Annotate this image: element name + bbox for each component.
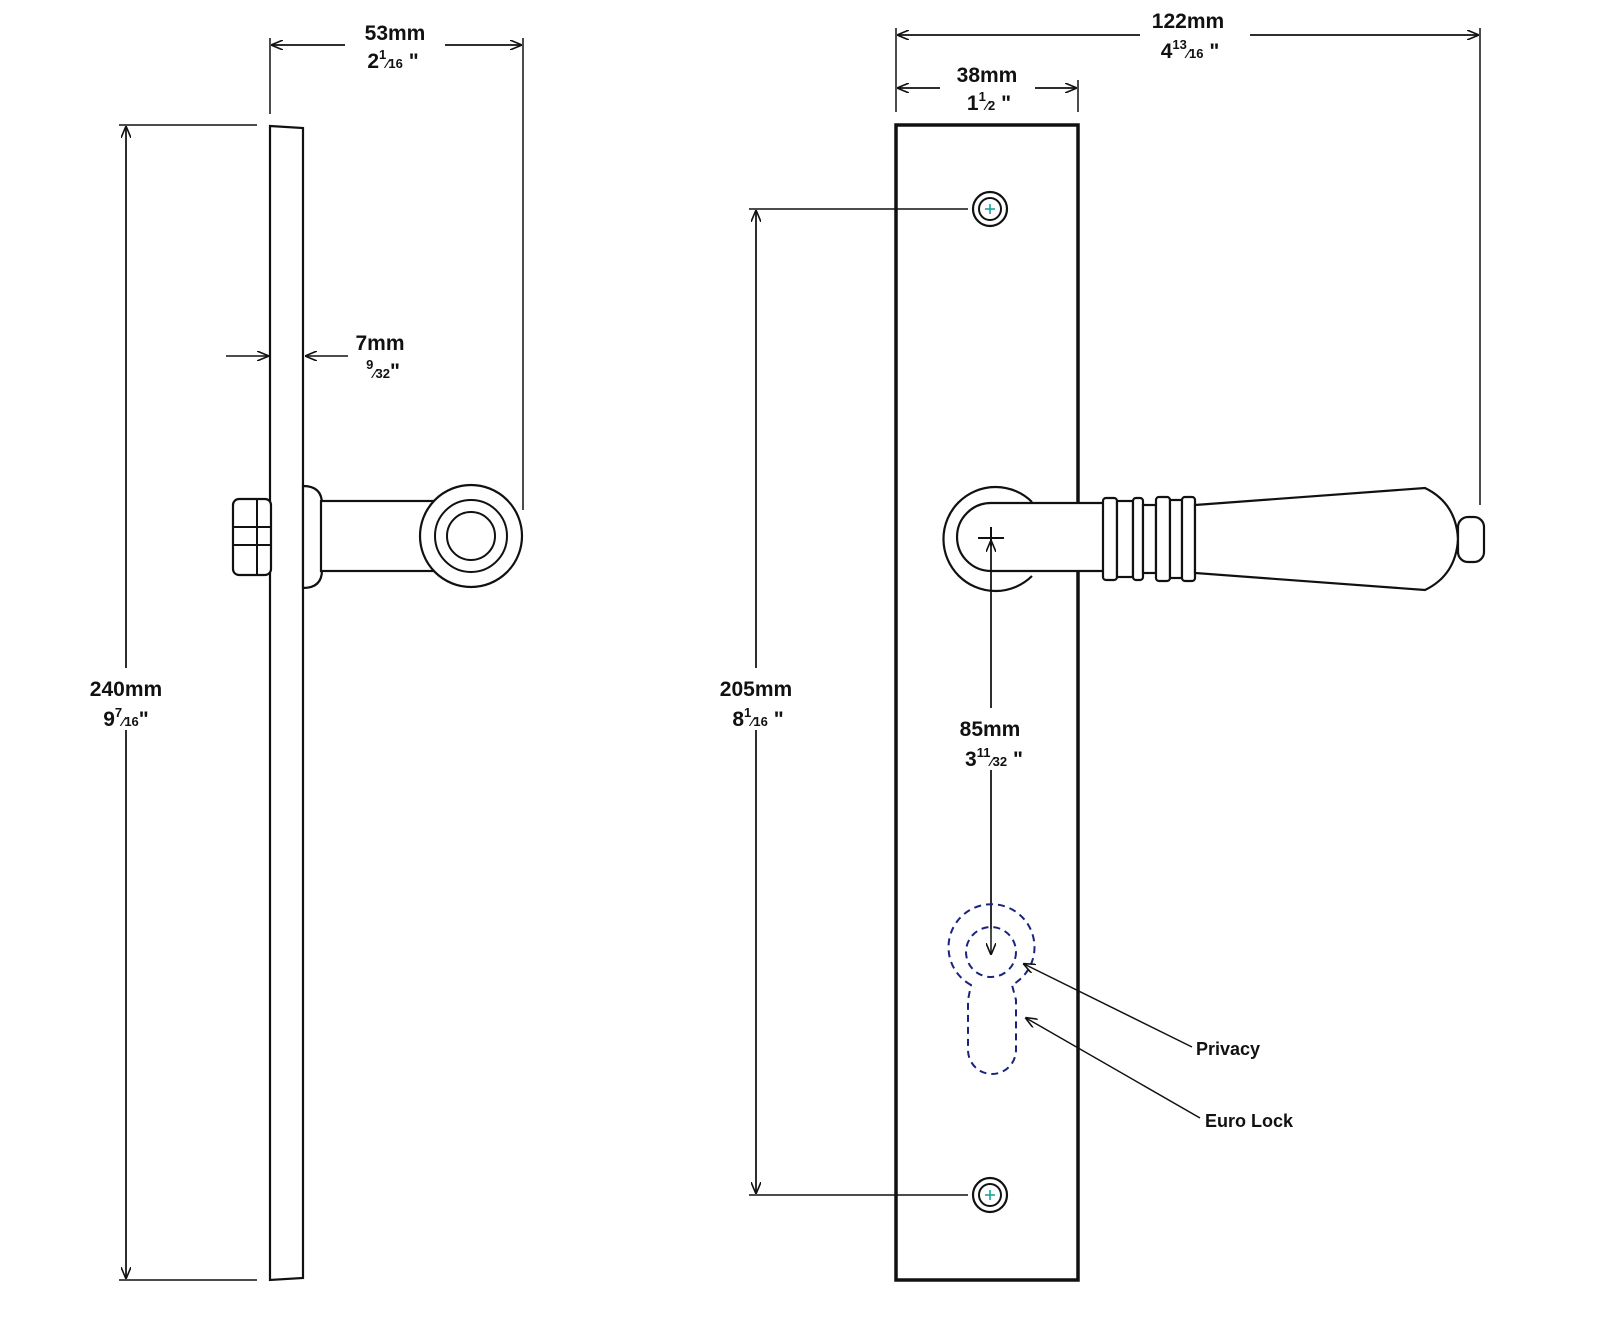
overall-width-mm: 122mm bbox=[1152, 10, 1224, 33]
thickness-dimension: 7mm 9⁄32" bbox=[226, 332, 405, 383]
plate-width-inch: 11⁄2 " bbox=[967, 89, 1011, 115]
overall-width-inch: 413⁄16 " bbox=[1161, 37, 1220, 63]
privacy-label: Privacy bbox=[1196, 1039, 1260, 1059]
bottom-screw-icon bbox=[971, 1176, 1009, 1214]
screw-centres-mm: 205mm bbox=[720, 678, 792, 701]
euro-lock-label: Euro Lock bbox=[1205, 1111, 1294, 1131]
front-lever bbox=[942, 485, 1486, 593]
euro-lock-outline bbox=[947, 903, 1036, 1075]
height-inch: 97⁄16" bbox=[103, 705, 149, 731]
backset-dimension: 85mm 311⁄32 " bbox=[945, 541, 1045, 954]
overall-width-dimension: 122mm 413⁄16 " bbox=[895, 8, 1481, 505]
depth-mm: 53mm bbox=[365, 22, 426, 45]
height-dimension: 240mm 97⁄16" bbox=[70, 124, 257, 1281]
plate-width-dimension: 38mm 11⁄2 " bbox=[898, 62, 1079, 118]
side-lever bbox=[301, 483, 524, 590]
privacy-outline bbox=[965, 926, 1017, 978]
top-screw-icon bbox=[971, 190, 1009, 228]
front-view: 122mm 413⁄16 " 38mm 11⁄2 " 205mm 81⁄16 " bbox=[700, 8, 1486, 1282]
side-plate bbox=[268, 124, 305, 1282]
thickness-inch: 9⁄32" bbox=[366, 357, 400, 383]
screw-centres-dimension: 205mm 81⁄16 " bbox=[700, 208, 968, 1196]
height-mm: 240mm bbox=[90, 678, 162, 701]
privacy-callout: Privacy bbox=[1024, 964, 1260, 1059]
side-view: 240mm 97⁄16" 53mm 21⁄16 " 7mm 9⁄32" bbox=[70, 18, 524, 1282]
depth-dimension: 53mm 21⁄16 " bbox=[269, 18, 524, 510]
thickness-mm: 7mm bbox=[355, 332, 404, 355]
screw-centres-inch: 81⁄16 " bbox=[732, 705, 783, 731]
euro-lock-callout: Euro Lock bbox=[1026, 1018, 1294, 1131]
spindle-stub bbox=[231, 497, 273, 577]
depth-inch: 21⁄16 " bbox=[367, 47, 418, 73]
plate-width-mm: 38mm bbox=[957, 64, 1018, 87]
backset-mm: 85mm bbox=[960, 718, 1021, 741]
backset-inch: 311⁄32 " bbox=[965, 745, 1023, 771]
front-plate bbox=[894, 123, 1080, 1282]
